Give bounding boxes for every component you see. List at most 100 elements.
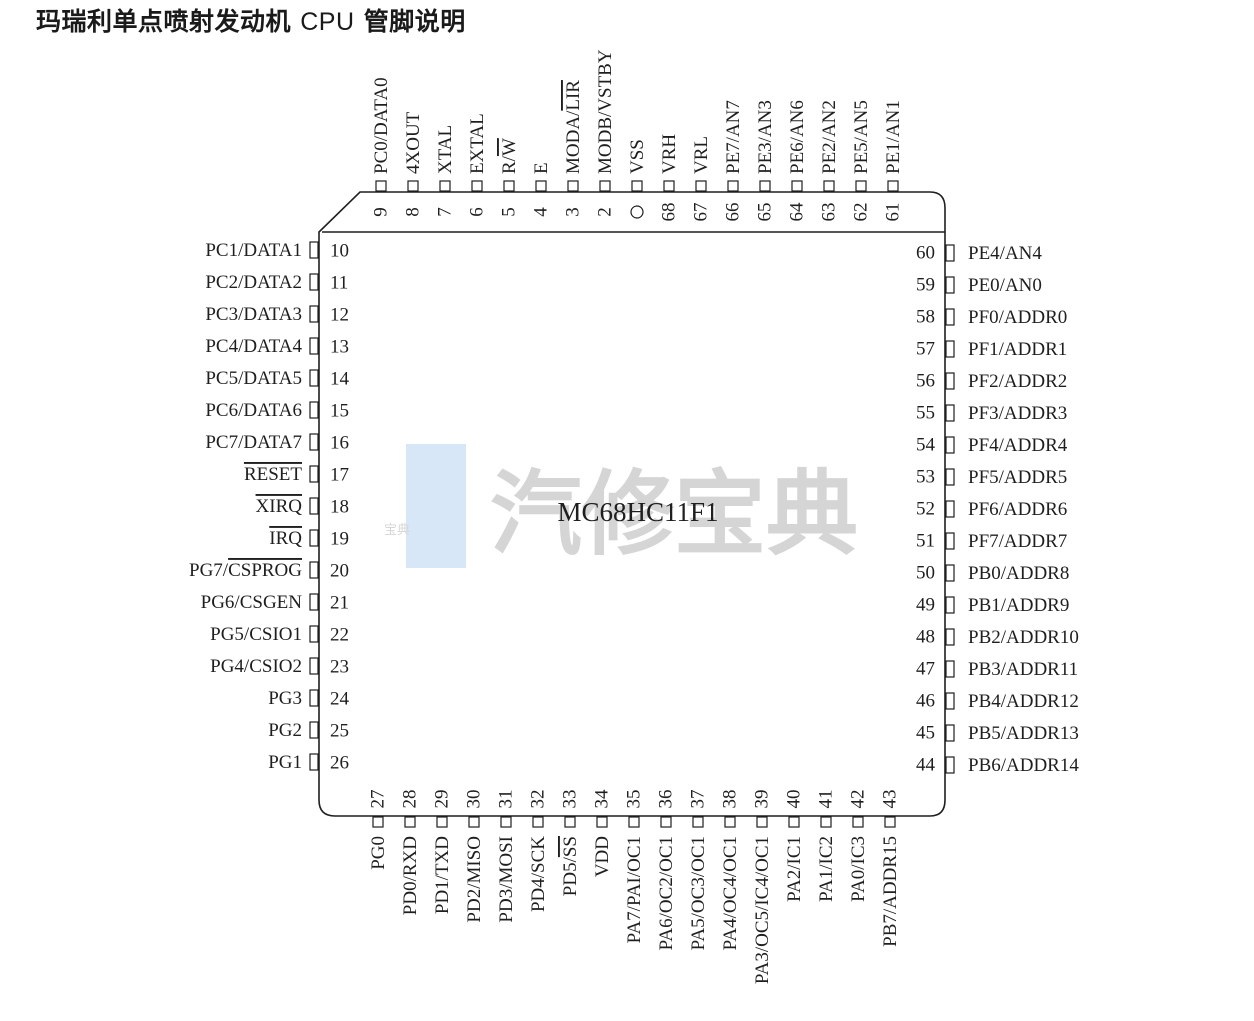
pin-pad (823, 180, 835, 192)
pin-pad (309, 561, 319, 579)
pin-pad (309, 689, 319, 707)
chip-name: MC68HC11F1 (557, 497, 718, 527)
pin-pad (759, 180, 771, 192)
pin-label-pa3-oc5-ic4-oc1: PA3/OC5/IC4/OC1 (752, 836, 773, 984)
pin-label-r-w: R/W (499, 138, 520, 174)
pin-pad (756, 816, 768, 828)
pin-number: 6 (467, 207, 488, 217)
pin-label-pb6-addr14: PB6/ADDR14 (968, 755, 1079, 776)
page-title: 玛瑞利单点喷射发动机 CPU 管脚说明 (36, 2, 466, 38)
pin-pad (309, 593, 319, 611)
pin-label-pa2-ic1: PA2/IC1 (784, 836, 805, 902)
pin-pad (309, 241, 319, 259)
pin-label-pc2-data2: PC2/DATA2 (205, 272, 302, 293)
pin-label-pc1-data1: PC1/DATA1 (205, 240, 302, 261)
pin-label-vdd: VDD (592, 836, 613, 877)
pin-pad (564, 816, 576, 828)
pin-number: 18 (330, 497, 349, 518)
pin-pad (945, 436, 955, 454)
pin-pad (945, 628, 955, 646)
pin-number: 52 (916, 499, 935, 520)
pin-number: 50 (916, 563, 935, 584)
pin-pad (945, 724, 955, 742)
pin-label-pa5-oc3-oc1: PA5/OC3/OC1 (688, 836, 709, 950)
pin-label-pb7-addr15: PB7/ADDR15 (880, 836, 901, 947)
pin-pad (945, 340, 955, 358)
pin-number: 40 (784, 790, 805, 809)
pin-pad (945, 692, 955, 710)
pin-label-pa7-pai-oc1: PA7/PAI/OC1 (624, 836, 645, 943)
pin-label-pe6-an6: PE6/AN6 (787, 100, 808, 174)
pin-pad (855, 180, 867, 192)
pin-number: 34 (592, 789, 613, 809)
pin-45: 45 PB5/ADDR13 (916, 723, 1079, 744)
pin-pad (945, 244, 955, 262)
pin-pad (631, 180, 643, 192)
pin-4: 4E (531, 162, 552, 216)
pin-number: 56 (916, 371, 935, 392)
pin-pad (791, 180, 803, 192)
pin-label-pg2: PG2 (268, 720, 302, 741)
watermark-logo-box (406, 444, 466, 568)
pin-number: 15 (330, 401, 349, 422)
pin-label-pb1-addr9: PB1/ADDR9 (968, 595, 1069, 616)
pin-number: 46 (916, 691, 935, 712)
pin-label-pe3-an3: PE3/AN3 (755, 100, 776, 174)
title-cpu: CPU (300, 8, 355, 36)
pin-number: 58 (916, 307, 935, 328)
title-suffix: 管脚说明 (363, 7, 466, 36)
pin-pad (309, 401, 319, 419)
pin-pad (468, 816, 480, 828)
watermark-small-text: 宝典 (384, 523, 410, 538)
pin-label-pc7-data7: PC7/DATA7 (205, 432, 302, 453)
pin-pad (309, 369, 319, 387)
pin-label-pg7-csprog: PG7/CSPROG (189, 560, 302, 581)
pin-number: 60 (916, 243, 935, 264)
pin-number: 62 (851, 203, 872, 222)
pin-pad (945, 276, 955, 294)
pin-pad (471, 180, 483, 192)
pin-label-pf3-addr3: PF3/ADDR3 (968, 403, 1067, 424)
pin-pad (945, 596, 955, 614)
pin-label-vrh: VRH (659, 134, 680, 174)
pin-label-reset: RESET (244, 464, 302, 485)
pin-label-irq: IRQ (269, 528, 302, 549)
pin-pad (439, 180, 451, 192)
pin-number: 22 (330, 625, 349, 646)
pin-label-pg6-csgen: PG6/CSGEN (201, 592, 303, 613)
pin-label-pa1-ic2: PA1/IC2 (816, 836, 837, 902)
pin-label-vrl: VRL (691, 136, 712, 174)
pin-number: 45 (916, 723, 935, 744)
pin-label-pc6-data6: PC6/DATA6 (205, 400, 302, 421)
chip-body (318, 191, 946, 817)
pin-label-pb5-addr13: PB5/ADDR13 (968, 723, 1079, 744)
pin-number: 59 (916, 275, 935, 296)
pin-pad (945, 308, 955, 326)
pin-label-4xout: 4XOUT (403, 111, 424, 174)
